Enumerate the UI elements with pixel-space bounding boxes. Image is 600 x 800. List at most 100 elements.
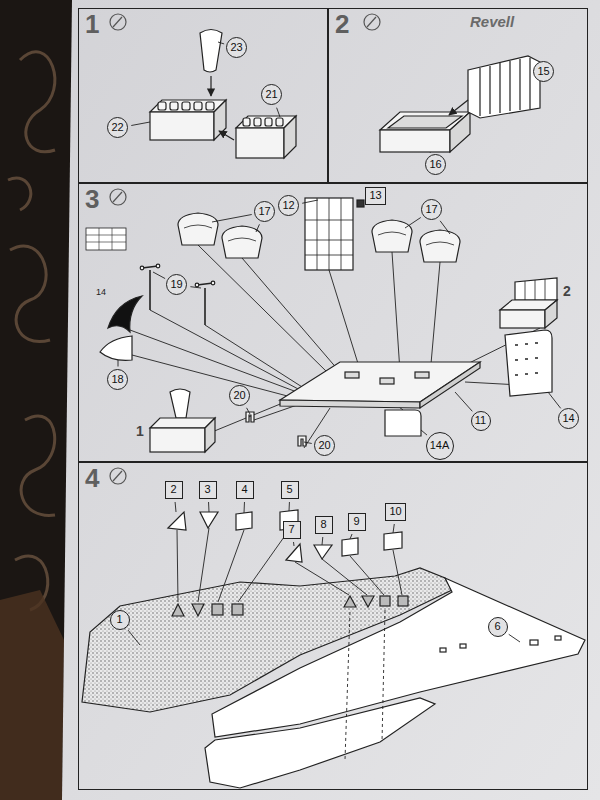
callout-circle: 19 bbox=[166, 274, 187, 295]
step4-parts bbox=[380, 596, 390, 606]
step3-parts bbox=[380, 378, 394, 384]
step1-parts bbox=[170, 102, 178, 110]
step1-parts bbox=[254, 118, 261, 126]
callout-square: 7 bbox=[283, 521, 301, 539]
leader-line bbox=[322, 537, 324, 545]
leader-line bbox=[175, 502, 177, 512]
step1-parts bbox=[210, 76, 211, 96]
leader-line bbox=[128, 630, 140, 645]
step3-parts bbox=[545, 300, 557, 328]
assembly-reference: 1 bbox=[136, 424, 144, 438]
drawing bbox=[212, 400, 290, 432]
leader-line bbox=[421, 430, 427, 435]
callout-number: 6 bbox=[494, 621, 500, 632]
step1-parts bbox=[236, 128, 284, 158]
step4-parts bbox=[205, 698, 435, 788]
callout-circle: 18 bbox=[107, 369, 128, 390]
callout-number: 18 bbox=[111, 374, 123, 385]
drawing bbox=[322, 559, 367, 595]
leader-line bbox=[302, 200, 318, 203]
step2-parts bbox=[380, 56, 540, 152]
drawing bbox=[242, 258, 345, 378]
callout-number: 20 bbox=[233, 390, 245, 401]
step-number: 3 bbox=[85, 185, 99, 214]
callout-square: 3 bbox=[199, 481, 217, 499]
leader-line bbox=[190, 287, 201, 288]
callout-number: 17 bbox=[425, 204, 437, 215]
drawing bbox=[177, 530, 178, 602]
step-number: 4 bbox=[85, 464, 99, 493]
step1-parts bbox=[276, 118, 283, 126]
callout-number: 19 bbox=[170, 279, 182, 290]
step4-parts bbox=[460, 644, 466, 648]
callout-circle: 14 bbox=[558, 408, 579, 429]
callout-circle: 15 bbox=[533, 61, 554, 82]
step1-parts bbox=[284, 116, 296, 158]
drawing bbox=[205, 325, 310, 392]
callout-square: 2 bbox=[165, 481, 183, 499]
callout-circle: 21 bbox=[261, 84, 282, 105]
step-number: 1 bbox=[85, 10, 99, 39]
callout-number: 20 bbox=[318, 440, 330, 451]
callout-circle: 6 bbox=[488, 617, 508, 637]
drawing bbox=[8, 178, 31, 210]
step3-parts bbox=[222, 226, 262, 258]
callout-number: 2 bbox=[170, 484, 176, 495]
step3-parts bbox=[150, 428, 205, 452]
callout-number: 7 bbox=[288, 524, 294, 535]
drawing bbox=[20, 52, 55, 152]
step-number: 2 bbox=[335, 10, 349, 39]
step3-parts bbox=[100, 336, 132, 360]
leader-line bbox=[289, 502, 290, 511]
drawing bbox=[21, 416, 55, 515]
drawing bbox=[238, 530, 289, 602]
callout-circle: 22 bbox=[107, 117, 128, 138]
step-icon bbox=[113, 17, 122, 27]
step-icon bbox=[367, 17, 376, 27]
step2-parts bbox=[449, 100, 468, 115]
callout-number: 9 bbox=[353, 516, 359, 527]
step-panel: 1232122 bbox=[78, 8, 328, 183]
step4-parts bbox=[82, 510, 585, 788]
callout-number: 15 bbox=[537, 66, 549, 77]
drawing bbox=[130, 330, 305, 395]
step4-parts bbox=[232, 604, 243, 615]
step-icon bbox=[110, 14, 126, 30]
step4-parts bbox=[314, 545, 332, 559]
leader-line bbox=[153, 272, 165, 279]
callout-circle: 12 bbox=[278, 195, 299, 216]
assembly-reference: 14 bbox=[96, 288, 106, 297]
leader-line bbox=[509, 634, 520, 642]
step3-parts bbox=[415, 372, 429, 378]
callout-circle: 1 bbox=[110, 610, 130, 630]
step3-parts bbox=[108, 296, 142, 332]
callout-number: 16 bbox=[429, 159, 441, 170]
step-icon bbox=[113, 192, 122, 202]
step3-parts bbox=[515, 278, 557, 300]
leader-line bbox=[393, 524, 394, 533]
step3-parts bbox=[305, 198, 353, 270]
callout-circle: 16 bbox=[425, 154, 446, 175]
step2-parts bbox=[388, 116, 462, 128]
table-background bbox=[0, 590, 64, 800]
leader-line bbox=[212, 215, 252, 222]
drawing bbox=[392, 252, 400, 372]
step1-parts bbox=[158, 102, 166, 110]
leader-line bbox=[247, 408, 250, 414]
callout-number: 8 bbox=[320, 519, 326, 530]
step4-parts bbox=[530, 640, 538, 645]
leader-line bbox=[118, 360, 119, 367]
drawing bbox=[295, 562, 349, 595]
step3-parts bbox=[156, 264, 160, 268]
step3-parts bbox=[205, 418, 215, 452]
step3-parts bbox=[86, 228, 126, 250]
step2-parts bbox=[468, 56, 540, 118]
step4-parts bbox=[200, 512, 218, 528]
callout-number: 4 bbox=[241, 484, 247, 495]
step-icon bbox=[364, 14, 380, 30]
step-panel: 2 15 16 bbox=[328, 8, 588, 183]
leader-line bbox=[430, 152, 431, 154]
step3-parts bbox=[345, 372, 359, 378]
leader-line bbox=[304, 442, 312, 443]
